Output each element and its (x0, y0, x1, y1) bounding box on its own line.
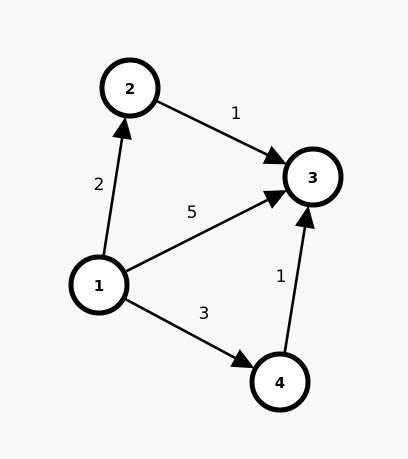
edge-weight-4-to-3: 1 (276, 267, 287, 287)
edge-4-to-3 (283, 205, 315, 355)
arrowhead-icon (262, 190, 288, 209)
edge-2-to-3 (154, 99, 287, 165)
node-4: 4 (249, 351, 311, 413)
edge-weight-2-to-3: 1 (231, 104, 242, 124)
edge-weight-1-to-4: 3 (199, 304, 210, 324)
node-3: 3 (282, 146, 344, 208)
edge-line (283, 225, 307, 355)
edge-weights: 2 1 5 3 1 (94, 104, 287, 324)
arrowhead-icon (112, 116, 132, 140)
node-label: 1 (94, 277, 104, 295)
node-1: 1 (68, 254, 130, 316)
edges (102, 99, 315, 369)
edge-line (123, 197, 270, 274)
edge-weight-1-to-2: 2 (94, 175, 105, 195)
arrowhead-icon (262, 145, 287, 165)
node-label: 2 (125, 80, 135, 98)
edge-weight-1-to-3: 5 (187, 203, 198, 223)
node-label: 3 (308, 169, 318, 187)
edge-line (123, 297, 238, 361)
node-circle (282, 146, 344, 208)
arrowhead-icon (230, 349, 255, 369)
node-circle (68, 254, 130, 316)
node-circle (249, 351, 311, 413)
node-label: 4 (275, 374, 285, 392)
node-circle (99, 57, 161, 119)
arrowhead-icon (295, 205, 315, 229)
nodes: 1 2 3 4 (68, 57, 344, 413)
edge-line (102, 136, 124, 258)
edge-1-to-4 (123, 297, 255, 369)
node-2: 2 (99, 57, 161, 119)
edge-line (154, 99, 270, 157)
edge-1-to-3 (123, 190, 288, 274)
edge-1-to-2 (102, 116, 132, 258)
